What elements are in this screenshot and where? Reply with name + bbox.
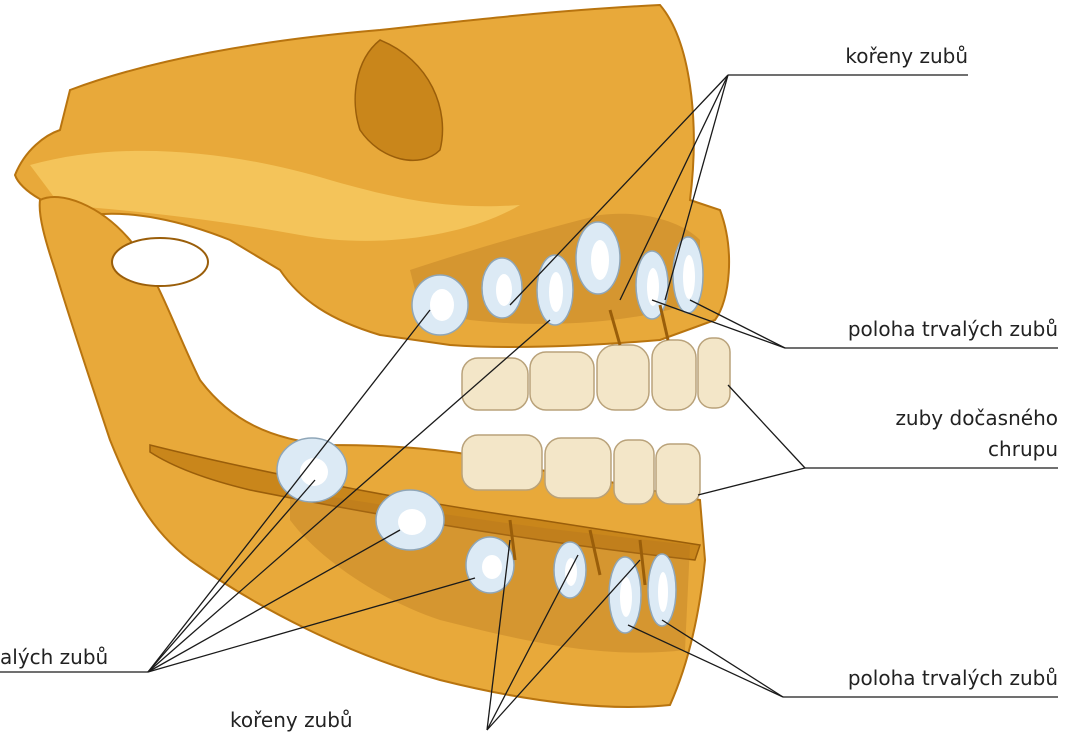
lower-milk-tooth <box>614 440 654 504</box>
upper-milk-tooth <box>530 352 594 410</box>
upper-milk-tooth <box>597 345 649 410</box>
upper-milk-tooth <box>462 358 528 410</box>
label-permanent-upper: poloha trvalých zubů <box>848 317 1058 341</box>
upper-milk-tooth <box>698 338 730 408</box>
label-permanent-lower-right: poloha trvalých zubů <box>848 666 1058 690</box>
lower-milk-tooth <box>462 435 542 490</box>
upper-milk-teeth <box>462 338 730 410</box>
label-roots-bottom: kořeny zubů <box>230 708 353 732</box>
label-roots-top: kořeny zubů <box>845 44 968 68</box>
lower-milk-tooth <box>656 444 700 504</box>
label-milk-teeth-line1: zuby dočasného <box>895 406 1058 430</box>
label-milk-teeth-line2: chrupu <box>988 437 1058 461</box>
label-permanent-lower-left: alých zubů <box>0 645 108 669</box>
upper-milk-tooth <box>652 340 696 410</box>
leader-line <box>728 385 805 468</box>
mandibular-foramen-shape <box>112 238 208 286</box>
lower-milk-tooth <box>545 438 611 498</box>
leader-line <box>698 468 805 495</box>
